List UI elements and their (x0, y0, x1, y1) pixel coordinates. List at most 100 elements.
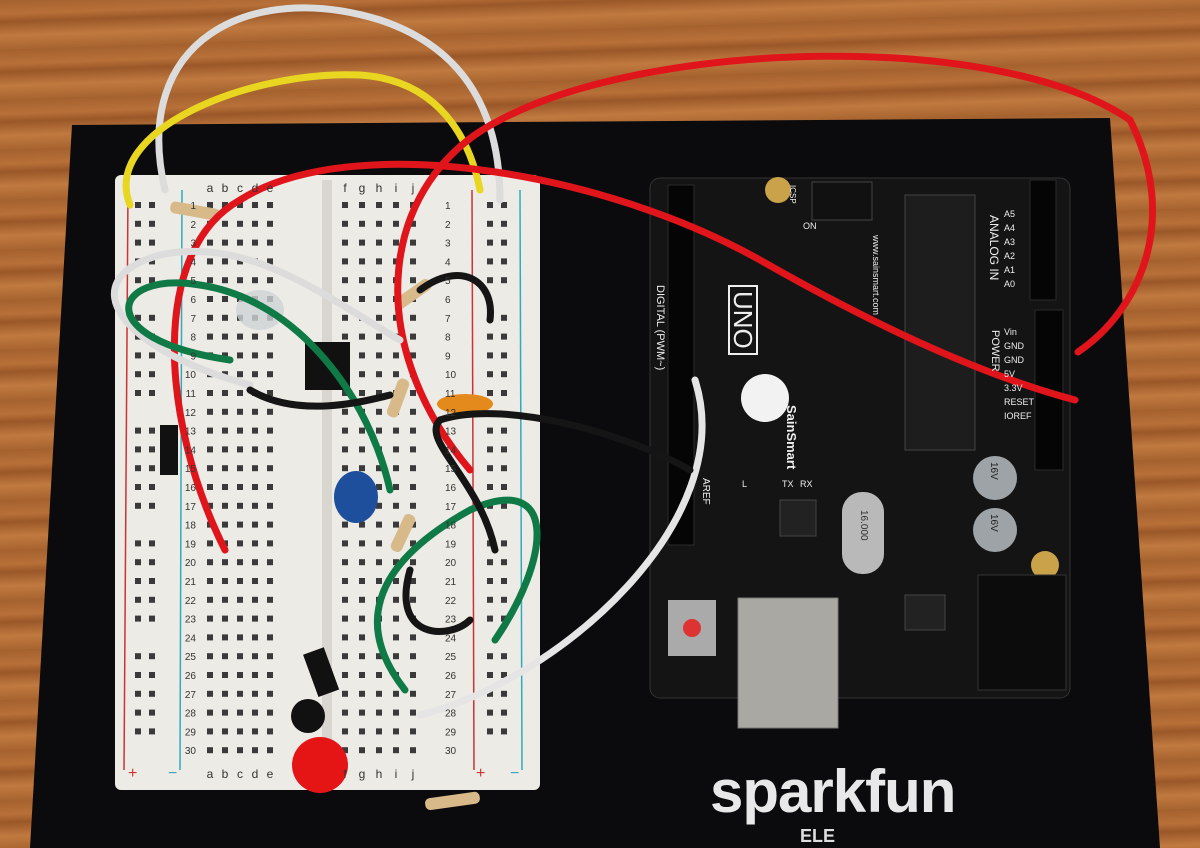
row-number-left: 19 (185, 539, 197, 550)
breadboard-hole (207, 202, 213, 208)
breadboard-hole (376, 427, 382, 434)
breadboard-hole (207, 333, 213, 340)
breadboard-hole (410, 709, 416, 716)
breadboard-hole (376, 314, 382, 321)
breadboard-hole (222, 202, 228, 208)
row-number-left: 9 (190, 351, 196, 362)
rail-hole (135, 427, 141, 434)
breadboard-hole (222, 390, 228, 396)
breadboard-hole (393, 484, 399, 490)
rail-hole (135, 220, 141, 227)
row-number-left: 4 (190, 257, 196, 268)
breadboard-hole (222, 446, 228, 453)
row-number-right: 11 (445, 389, 456, 400)
rail-hole (135, 277, 141, 284)
row-number-right: 13 (445, 427, 457, 438)
digital-header-label: DIGITAL (PWM~) (654, 285, 666, 371)
breadboard-hole (222, 653, 228, 660)
breadboard-hole (207, 690, 213, 697)
rail-hole (487, 653, 493, 660)
breadboard-hole (342, 653, 348, 660)
row-number-right: 21 (445, 577, 457, 588)
resistor (170, 201, 220, 221)
breadboard-hole (267, 239, 273, 246)
breadboard-hole (359, 634, 365, 641)
rail-hole (501, 333, 507, 340)
row-number-right: 25 (445, 652, 457, 663)
red-wire (394, 52, 1156, 474)
breadboard-hole (359, 709, 365, 716)
row-number-right: 19 (445, 539, 457, 550)
breadboard-hole (393, 596, 399, 603)
breadboard-hole (267, 427, 273, 434)
power-pin-label: IOREF (1004, 411, 1032, 421)
breadboard-hole (376, 502, 382, 509)
diode (303, 647, 340, 698)
breadboard-hole (393, 427, 399, 434)
row-number-left: 20 (185, 558, 197, 569)
breadboard-hole (252, 484, 258, 490)
breadboard-hole (207, 709, 213, 716)
breadboard-hole (222, 352, 228, 359)
breadboard-hole (252, 747, 258, 754)
breadboard-hole (252, 634, 258, 641)
analog-pin-label: A3 (1004, 237, 1016, 247)
breadboard-hole (342, 596, 348, 603)
row-number-right: 15 (445, 464, 457, 475)
column-letter: h (376, 181, 383, 195)
breadboard-hole (237, 352, 243, 359)
breadboard-hole (342, 296, 348, 302)
breadboard-hole (222, 427, 228, 434)
breadboard-hole (222, 747, 228, 754)
rail-hole (135, 446, 141, 453)
column-letter: e (267, 181, 274, 195)
breadboard-hole (252, 427, 258, 434)
breadboard-hole (237, 239, 243, 246)
breadboard-hole (252, 352, 258, 359)
breadboard-hole (207, 559, 213, 566)
row-number-right: 17 (445, 502, 457, 513)
column-letter: c (237, 767, 243, 781)
breadboard-hole (267, 502, 273, 509)
rail-hole (149, 502, 155, 509)
breadboard-hole (410, 634, 416, 641)
breadboard-hole (252, 465, 258, 472)
breadboard-hole (252, 202, 258, 208)
row-number-right: 27 (445, 690, 457, 701)
power-label: POWER (989, 330, 1001, 372)
row-number-right: 18 (445, 521, 457, 532)
breadboard-hole (393, 239, 399, 246)
breadboard-hole (267, 333, 273, 340)
breadboard-hole (359, 540, 365, 547)
breadboard-hole (359, 352, 365, 359)
breadboard-hole (267, 728, 273, 735)
breadboard-hole (237, 502, 243, 509)
breadboard-hole (342, 540, 348, 547)
row-number-left: 15 (185, 464, 197, 475)
breadboard-hole (252, 728, 258, 735)
rail-hole (501, 239, 507, 246)
red-wire (170, 160, 1079, 554)
rail-hole (501, 427, 507, 434)
breadboard-hole (410, 465, 416, 472)
breadboard-hole (393, 690, 399, 697)
row-number-left: 2 (190, 220, 196, 231)
breadboard-hole (267, 653, 273, 660)
row-number-left: 27 (185, 690, 197, 701)
breadboard-hole (342, 728, 348, 735)
breadboard-hole (252, 540, 258, 547)
rail-hole (501, 709, 507, 716)
breadboard-hole (267, 220, 273, 227)
rail-label: + (128, 765, 137, 782)
atmega-chip (904, 194, 976, 451)
breadboard-hole (207, 465, 213, 472)
rail-hole (149, 672, 155, 678)
power-jack (977, 574, 1067, 691)
breadboard-hole (207, 615, 213, 622)
row-number-left: 26 (185, 671, 197, 682)
breadboard-hole (342, 559, 348, 566)
breadboard-hole (393, 258, 399, 265)
breadboard-hole (342, 634, 348, 641)
rail-hole (487, 427, 493, 434)
analog-pin-label: A4 (1004, 223, 1016, 233)
